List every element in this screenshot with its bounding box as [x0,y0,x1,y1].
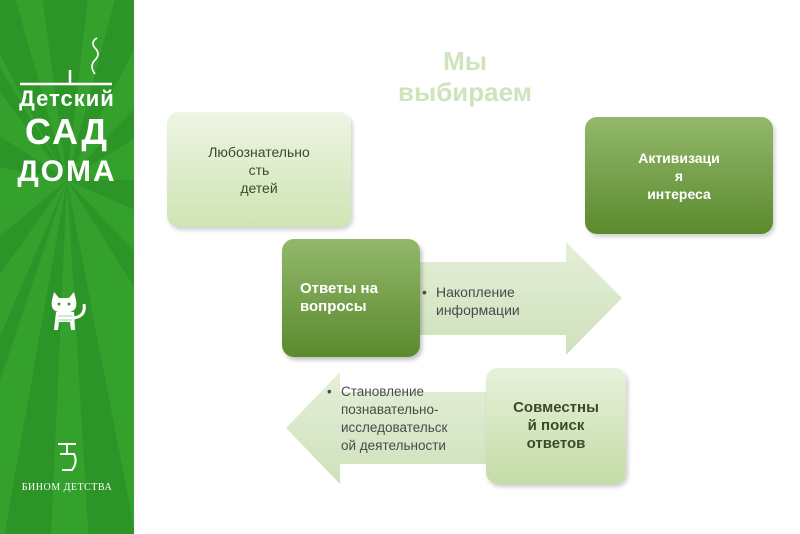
bullet-marker: • [422,283,427,301]
box-activation: Активизаци я интереса [585,117,773,234]
accumulation-line: Накопление [436,283,586,301]
box-answers-line: вопросы [300,298,378,316]
becoming-line: Становление [341,383,489,401]
box-answers: Ответы на вопросы [282,239,420,357]
box-activation-line: я [638,167,720,185]
box-curiosity-line: Любознательно [208,143,310,161]
box-curiosity-line: сть [208,161,310,179]
becoming-line: исследовательск [341,419,489,437]
accumulation-line: информации [436,301,586,319]
box-curiosity-line: детей [208,179,310,197]
box-joint-line: й поиск [513,417,599,435]
box-joint-search: Совместны й поиск ответов [486,368,626,484]
box-activation-line: интереса [638,185,720,203]
becoming-line: ой деятельности [341,437,489,455]
box-curiosity: Любознательно сть детей [167,112,351,227]
box-joint-line: Совместны [513,399,599,417]
box-answers-line: Ответы на [300,280,378,298]
becoming-line: познавательно- [341,401,489,419]
bullet-marker: • [327,383,332,401]
box-activation-line: Активизаци [638,149,720,167]
box-joint-line: ответов [513,435,599,453]
accumulation-bullet: • Накопление информации [436,283,586,319]
becoming-bullet: • Становление познавательно- исследовате… [341,383,489,455]
